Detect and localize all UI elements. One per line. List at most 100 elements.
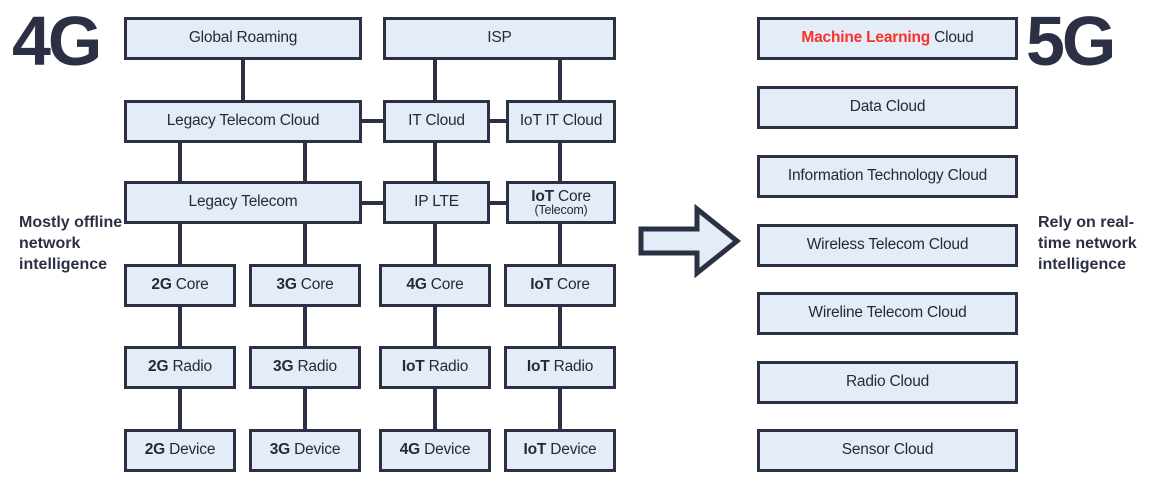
connector-it-cloud-to-ip-lte: [433, 139, 437, 185]
connector-4g-radio-to-4g-device: [433, 386, 437, 432]
node-machine-learning-cloud[interactable]: Machine Learning Cloud: [757, 17, 1018, 60]
connector-it-cloud-to-iot-it-cloud: [486, 119, 508, 123]
node-3g-radio[interactable]: 3G Radio: [249, 346, 361, 389]
node-label: 3G Core: [276, 277, 333, 293]
caption-realtime-intelligence: Rely on real-time network intelligence: [1038, 214, 1137, 274]
node-2g-radio[interactable]: 2G Radio: [124, 346, 236, 389]
node-wireless-telecom-cloud[interactable]: Wireless Telecom Cloud: [757, 224, 1018, 267]
node-global-roaming[interactable]: Global Roaming: [124, 17, 362, 60]
node-iot-it-cloud[interactable]: IoT IT Cloud: [506, 100, 616, 143]
connector-2g-radio-to-2g-device: [178, 386, 182, 432]
node-iot-core-telecom[interactable]: IoT Core (Telecom): [506, 181, 616, 224]
node-label: Wireline Telecom Cloud: [808, 304, 967, 322]
node-label: Radio Cloud: [845, 373, 930, 391]
node-it-cloud[interactable]: IT Cloud: [383, 100, 490, 143]
node-2g-device[interactable]: 2G Device: [124, 429, 236, 472]
connector-3g-core-to-3g-radio: [303, 304, 307, 350]
node-label-suffix: Radio: [428, 358, 469, 376]
node-iot-device[interactable]: IoT Device: [504, 429, 616, 472]
node-label-suffix: Core: [175, 276, 209, 294]
node-label-prefix: 2G: [151, 276, 172, 294]
node-sublabel: (Telecom): [534, 202, 588, 217]
node-label-suffix: Core: [556, 276, 590, 294]
node-label-suffix: Device: [169, 441, 216, 459]
connector-legacy-cloud-to-it-cloud: [357, 119, 383, 123]
connector-ip-lte-to-iot-core-telecom: [486, 201, 508, 205]
node-information-technology-cloud[interactable]: Information Technology Cloud: [757, 155, 1018, 198]
node-label-suffix: Device: [294, 441, 341, 459]
node-label: 3G Radio: [273, 359, 337, 375]
connector-legacy-cloud-to-legacy-telecom-right: [303, 139, 307, 185]
connector-iot-core-telecom-to-iot-core: [558, 222, 562, 267]
connector-legacy-cloud-to-legacy-telecom-left: [178, 139, 182, 185]
node-label: IoT Radio: [402, 359, 468, 375]
node-4g-core[interactable]: 4G Core: [379, 264, 491, 307]
node-label-suffix: Device: [424, 441, 471, 459]
node-label-prefix: IoT: [523, 441, 547, 459]
node-label-suffix: Device: [550, 441, 597, 459]
node-4g-radio[interactable]: IoT Radio: [379, 346, 491, 389]
node-2g-core[interactable]: 2G Core: [124, 264, 236, 307]
node-4g-device[interactable]: 4G Device: [379, 429, 491, 472]
node-label-prefix: IoT: [530, 276, 553, 294]
node-label: 2G Core: [151, 277, 208, 293]
node-label: 2G Radio: [148, 359, 212, 375]
node-ip-lte[interactable]: IP LTE: [383, 181, 490, 224]
node-iot-core[interactable]: IoT Core: [504, 264, 616, 307]
node-3g-device[interactable]: 3G Device: [249, 429, 361, 472]
connector-legacy-telecom-to-2g-core: [178, 222, 182, 267]
connector-ip-lte-to-4g-core: [433, 222, 437, 267]
node-label-prefix: 2G: [144, 441, 165, 459]
node-radio-cloud[interactable]: Radio Cloud: [757, 361, 1018, 404]
node-label-suffix: Core: [557, 188, 591, 205]
node-label: 2G Device: [145, 442, 216, 458]
node-label-suffix: Radio: [297, 358, 337, 376]
node-label: IoT Core: [531, 189, 591, 205]
node-3g-core[interactable]: 3G Core: [249, 264, 361, 307]
node-isp[interactable]: ISP: [383, 17, 616, 60]
connector-isp-to-iot-it-cloud: [558, 56, 562, 104]
node-label: Information Technology Cloud: [787, 167, 988, 185]
node-label: IoT Radio: [527, 359, 593, 375]
connector-legacy-telecom-to-ip-lte: [357, 201, 383, 205]
node-label: Legacy Telecom: [188, 193, 298, 211]
node-label-suffix: Radio: [553, 358, 594, 376]
node-label-prefix: 4G: [406, 276, 427, 294]
node-label-suffix: Radio: [172, 358, 212, 376]
caption-legacy-intelligence: Mostly offline network intelligence: [19, 214, 123, 274]
connector-2g-core-to-2g-radio: [178, 304, 182, 350]
connector-3g-radio-to-3g-device: [303, 386, 307, 432]
node-label: 3G Device: [270, 442, 341, 458]
node-label: IP LTE: [414, 193, 459, 211]
connector-iot-core-to-iot-radio: [558, 304, 562, 350]
era-label-5g: 5G: [1026, 2, 1116, 80]
node-label: ISP: [487, 29, 512, 47]
connector-global-roaming-to-legacy-cloud: [241, 56, 245, 104]
connector-legacy-telecom-to-3g-core: [303, 222, 307, 267]
node-label: Global Roaming: [188, 29, 298, 47]
node-legacy-telecom-cloud[interactable]: Legacy Telecom Cloud: [124, 100, 362, 143]
node-label-accent: Machine Learning: [801, 29, 930, 47]
connector-4g-core-to-4g-radio: [433, 304, 437, 350]
node-label: IoT IT Cloud: [519, 112, 603, 130]
node-wireline-telecom-cloud[interactable]: Wireline Telecom Cloud: [757, 292, 1018, 335]
node-label-prefix: 2G: [148, 358, 169, 376]
node-label: Wireless Telecom Cloud: [806, 236, 969, 254]
node-legacy-telecom[interactable]: Legacy Telecom: [124, 181, 362, 224]
node-label-prefix: 3G: [276, 276, 297, 294]
node-label: IT Cloud: [408, 112, 465, 130]
node-iot-radio[interactable]: IoT Radio: [504, 346, 616, 389]
node-label-suffix: Cloud: [934, 29, 974, 47]
era-label-4g: 4G: [12, 2, 102, 80]
node-label-suffix: Core: [300, 276, 334, 294]
node-label-prefix: IoT: [401, 358, 425, 376]
node-data-cloud[interactable]: Data Cloud: [757, 86, 1018, 129]
node-sensor-cloud[interactable]: Sensor Cloud: [757, 429, 1018, 472]
node-label-prefix: 4G: [399, 441, 420, 459]
connector-isp-to-it-cloud: [433, 56, 437, 104]
node-label: Legacy Telecom Cloud: [166, 112, 320, 130]
node-label-prefix: 3G: [269, 441, 290, 459]
node-label: IoT Device: [524, 442, 597, 458]
node-label-prefix: 3G: [273, 358, 294, 376]
